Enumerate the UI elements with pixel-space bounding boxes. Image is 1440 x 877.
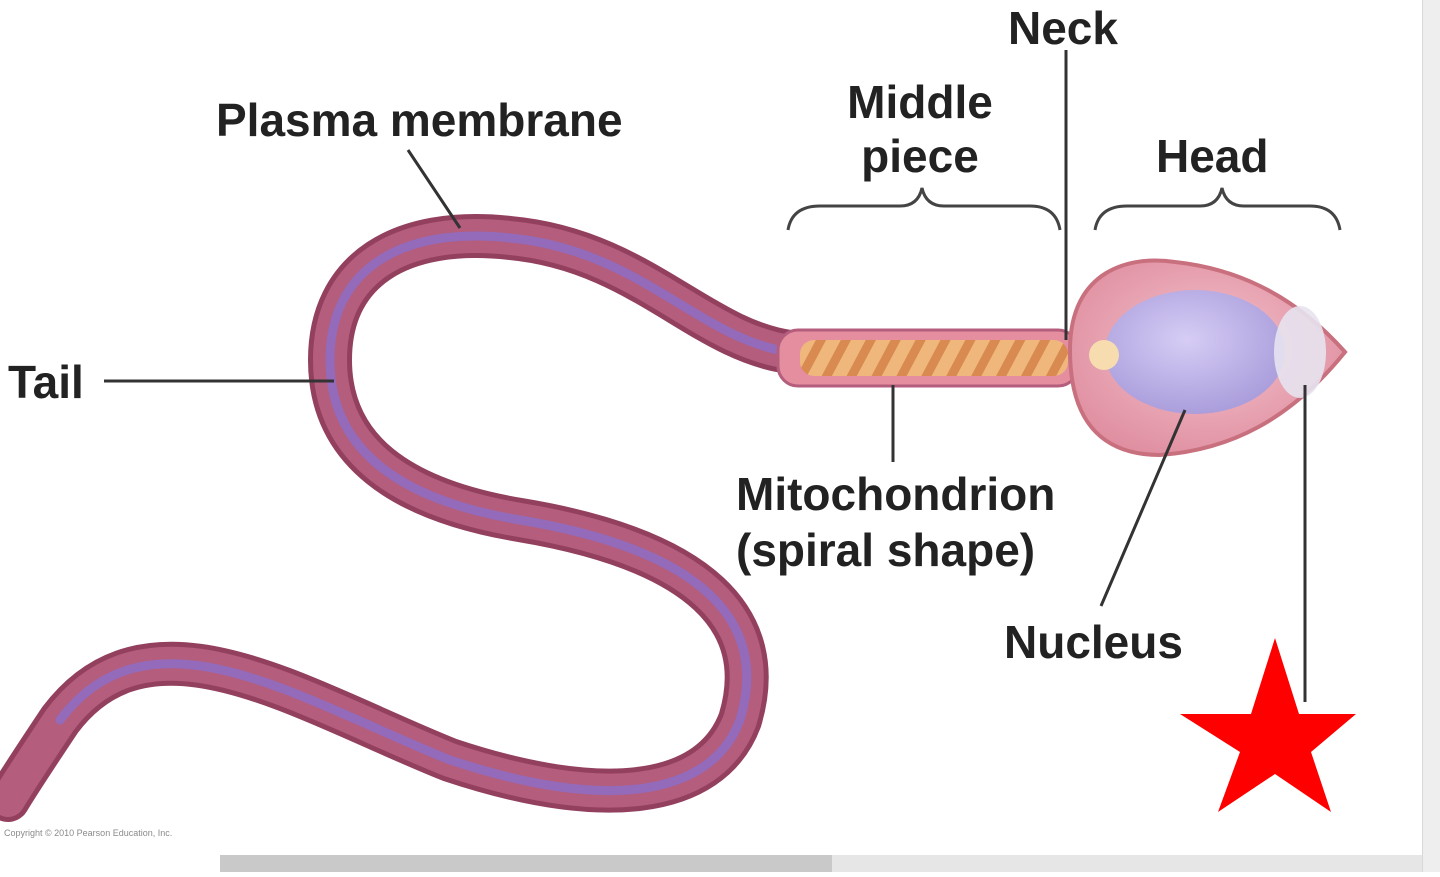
nucleus-label: Nucleus <box>1004 616 1183 668</box>
red-star-icon <box>1180 638 1356 812</box>
head-shape <box>1067 258 1348 458</box>
nucleus-shape <box>1105 290 1285 414</box>
vertical-scrollbar[interactable] <box>1422 0 1440 872</box>
plasma-membrane-label: Plasma membrane <box>216 94 623 146</box>
head-bracket <box>1093 187 1342 231</box>
horizontal-scrollbar-thumb[interactable] <box>220 855 832 872</box>
tail-label: Tail <box>8 356 84 408</box>
plasma-membrane-leader <box>406 149 462 229</box>
middle-piece-bracket <box>786 187 1062 231</box>
mitochondrion-label-line1: Mitochondrion <box>736 468 1056 520</box>
nucleus-leader <box>1099 409 1187 607</box>
middle-piece-label-line1: Middle <box>847 76 993 128</box>
mitochondrion-label-line2: (spiral shape) <box>736 524 1036 576</box>
middle-piece-shape <box>776 328 1080 388</box>
neck-label: Neck <box>1008 2 1118 54</box>
tail-shape <box>0 214 812 822</box>
acrosome-shape <box>1274 306 1326 398</box>
copyright-notice: Copyright © 2010 Pearson Education, Inc. <box>4 828 173 838</box>
centriole-shape <box>1089 340 1119 370</box>
middle-piece-label-line2: piece <box>861 130 979 182</box>
horizontal-scrollbar-gap <box>0 855 220 872</box>
head-label: Head <box>1156 130 1269 182</box>
